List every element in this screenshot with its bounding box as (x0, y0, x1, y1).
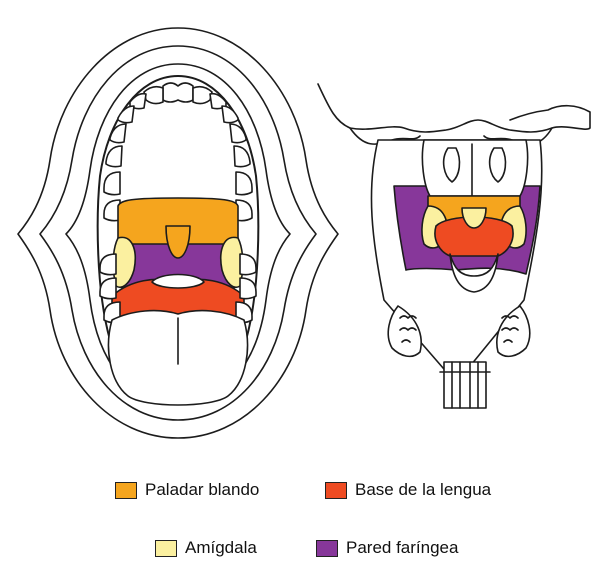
legend-label-pharyngeal-wall: Pared faríngea (346, 538, 458, 558)
swatch-tongue-base (325, 482, 347, 499)
legend-label-tongue-base: Base de la lengua (355, 480, 491, 500)
pharynx-posterior-view (318, 84, 590, 408)
oropharynx-front (112, 198, 244, 324)
nasal-structures (422, 140, 527, 196)
epiglottis-front (152, 275, 204, 289)
legend-label-tonsil: Amígdala (185, 538, 257, 558)
trachea (444, 362, 486, 408)
legend-item-soft-palate: Paladar blando (115, 480, 259, 500)
swatch-pharyngeal-wall (316, 540, 338, 557)
legend-item-pharyngeal-wall: Pared faríngea (316, 538, 458, 558)
legend-item-tongue-base: Base de la lengua (325, 480, 491, 500)
skull-base (318, 84, 590, 132)
swatch-soft-palate (115, 482, 137, 499)
legend-item-tonsil: Amígdala (155, 538, 257, 558)
anatomy-figure (0, 0, 595, 470)
legend-label-soft-palate: Paladar blando (145, 480, 259, 500)
mouth-front-view (18, 28, 338, 438)
swatch-tonsil (155, 540, 177, 557)
